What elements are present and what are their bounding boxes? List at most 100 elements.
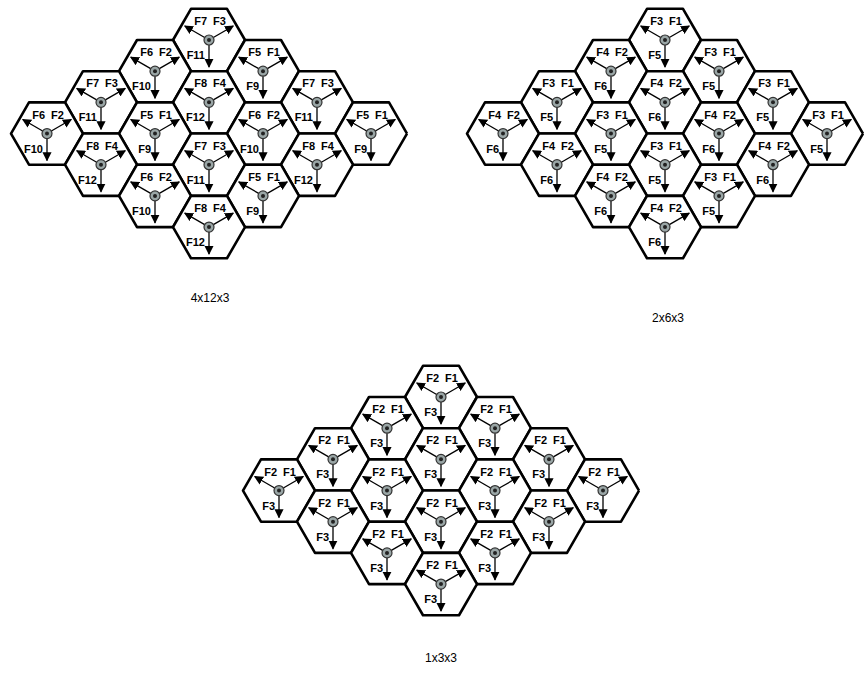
joint-core [331, 457, 335, 461]
joint-core [601, 489, 605, 493]
joint-core [99, 163, 103, 167]
force-label: F3 [812, 109, 825, 121]
force-arrow [440, 589, 441, 611]
force-arrow [445, 445, 465, 457]
force-arrow [267, 182, 287, 194]
force-arrow [587, 57, 607, 69]
joint-core [663, 38, 667, 42]
force-label: F1 [499, 466, 512, 478]
joint-core [153, 132, 157, 136]
force-arrow [332, 527, 333, 549]
force-label: F3 [650, 140, 663, 152]
force-arrow [283, 477, 303, 489]
force-label: F1 [553, 497, 566, 509]
joint-core [663, 100, 667, 104]
force-label: F6 [32, 109, 45, 121]
joint-dot [544, 517, 554, 527]
force-arrow [607, 477, 627, 489]
force-label: F2 [51, 109, 64, 121]
force-arrow [321, 151, 341, 163]
force-arrow [262, 76, 263, 98]
force-label: F8 [194, 202, 207, 214]
force-label: F12 [186, 111, 205, 123]
force-arrow [51, 120, 71, 131]
force-arrow [267, 120, 287, 131]
joint-dot [96, 160, 106, 170]
force-arrow [561, 151, 581, 163]
force-arrow [208, 170, 209, 192]
force-label: F2 [534, 434, 547, 446]
force-label: F3 [316, 468, 329, 480]
force-label: F1 [607, 466, 620, 478]
force-arrow [417, 445, 437, 457]
force-label: F1 [777, 77, 790, 89]
force-arrow [695, 57, 715, 69]
joint-core [493, 489, 497, 493]
force-arrow [669, 151, 689, 163]
force-label: F12 [78, 174, 97, 186]
force-arrow [723, 120, 743, 131]
force-label: F2 [615, 46, 628, 58]
force-arrow [553, 508, 573, 519]
force-label: F10 [24, 143, 43, 155]
force-label: F6 [140, 171, 153, 183]
force-arrow [239, 120, 259, 131]
joint-dot [204, 35, 214, 45]
force-label: F9 [138, 143, 151, 155]
force-label: F3 [478, 437, 491, 449]
joint-dot [204, 160, 214, 170]
force-arrow [610, 201, 611, 223]
figure-caption: 2x6x3 [652, 311, 684, 325]
force-arrow [723, 57, 743, 69]
force-label: F2 [669, 77, 682, 89]
hex-cell [405, 553, 477, 615]
force-arrow [445, 508, 465, 519]
force-arrow [494, 433, 495, 455]
joint-core [825, 132, 829, 136]
force-arrow [641, 213, 661, 225]
force-label: F5 [702, 205, 715, 217]
force-arrow [471, 414, 491, 426]
force-arrow [267, 57, 287, 69]
force-arrow [556, 107, 557, 129]
force-arrow [445, 570, 465, 582]
force-label: F2 [777, 140, 790, 152]
joint-core [261, 194, 265, 198]
force-arrow [185, 88, 205, 100]
force-label: F6 [648, 111, 661, 123]
force-label: F3 [650, 15, 663, 27]
joint-core [153, 194, 157, 198]
force-label: F10 [132, 205, 151, 217]
force-arrow [533, 151, 553, 163]
force-arrow [213, 151, 233, 163]
force-arrow [208, 107, 209, 129]
force-label: F10 [132, 80, 151, 92]
force-arrow [718, 139, 719, 161]
joint-dot [258, 191, 268, 201]
force-label: F4 [321, 140, 334, 152]
joint-core [45, 132, 49, 136]
force-arrow [615, 57, 635, 69]
joint-dot [714, 129, 724, 139]
force-arrow [610, 139, 611, 161]
force-arrow [548, 527, 549, 549]
force-arrow [185, 213, 205, 225]
joint-core [609, 194, 613, 198]
force-arrow [641, 151, 661, 163]
joint-dot [606, 66, 616, 76]
joint-core [207, 38, 211, 42]
force-label: F4 [650, 202, 663, 214]
force-arrow [664, 45, 665, 67]
force-label: F1 [561, 77, 574, 89]
force-label: F8 [302, 140, 315, 152]
force-label: F7 [194, 15, 207, 27]
force-arrow [440, 527, 441, 549]
force-arrow [507, 120, 527, 131]
force-label: F5 [702, 80, 715, 92]
force-label: F3 [532, 468, 545, 480]
force-arrow [641, 88, 661, 100]
force-arrow [154, 76, 155, 98]
force-arrow [525, 508, 545, 519]
force-label: F1 [445, 372, 458, 384]
